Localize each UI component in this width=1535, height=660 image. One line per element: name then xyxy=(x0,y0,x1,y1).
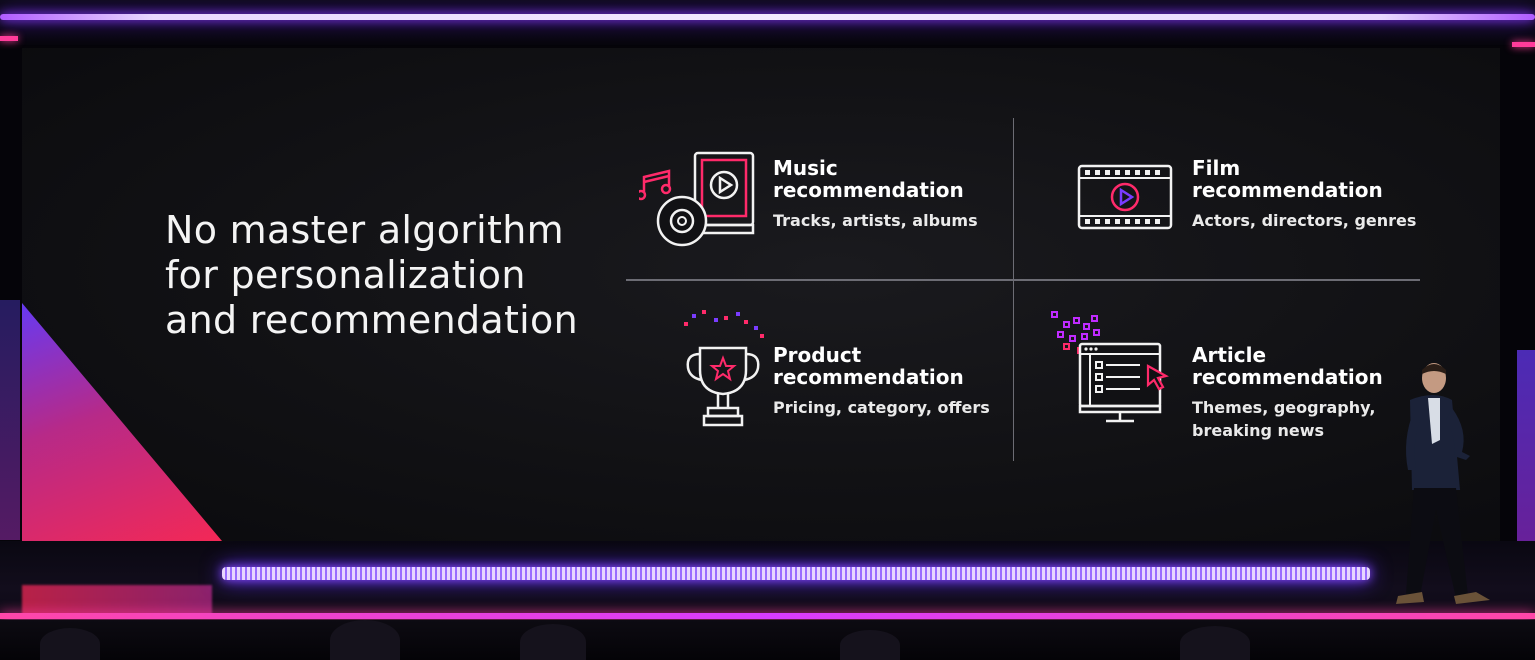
quadrant-divider-horizontal xyxy=(626,279,1420,281)
presentation-screen: No master algorithm for personalization … xyxy=(22,48,1500,541)
audience-head xyxy=(1180,626,1250,660)
floor-glow-left xyxy=(22,585,212,615)
article-subtitle: Themes, geography, breaking news xyxy=(1192,398,1376,440)
article-title-line1: Article xyxy=(1192,343,1267,367)
article-title-line2: recommendation xyxy=(1192,365,1383,389)
film-title-line1: Film xyxy=(1192,156,1241,180)
music-player-icon xyxy=(639,151,759,247)
stage-light-edge-right xyxy=(1512,42,1535,47)
film-subtitle: Actors, directors, genres xyxy=(1192,211,1417,230)
trophy-icon xyxy=(682,308,768,430)
product-subtitle: Pricing, category, offers xyxy=(773,398,990,417)
monitor-article-icon xyxy=(1050,310,1172,426)
stage-top-light xyxy=(0,14,1535,20)
quadrant-divider-vertical xyxy=(1013,118,1014,461)
audience-silhouettes xyxy=(0,620,1535,660)
stage-side-panel-right xyxy=(1517,350,1535,580)
film-strip-icon xyxy=(1077,164,1173,230)
presenter-figure xyxy=(1390,360,1510,614)
film-title-line2: recommendation xyxy=(1192,178,1383,202)
music-subtitle: Tracks, artists, albums xyxy=(773,211,978,230)
stage-top xyxy=(0,0,1535,45)
quadrant-product: Product recommendation Pricing, category… xyxy=(773,344,990,419)
quadrant-article: Article recommendation Themes, geography… xyxy=(1192,344,1392,442)
product-title-line1: Product xyxy=(773,343,862,367)
stage-side-panel-left xyxy=(0,300,20,540)
product-title-line2: recommendation xyxy=(773,365,964,389)
music-title-line2: recommendation xyxy=(773,178,964,202)
audience-head xyxy=(520,624,586,660)
stage-floor-light-strip xyxy=(222,567,1370,580)
slide-headline: No master algorithm for personalization … xyxy=(165,208,578,342)
audience-head xyxy=(40,628,100,660)
quadrant-music: Music recommendation Tracks, artists, al… xyxy=(773,157,978,232)
music-title-line1: Music xyxy=(773,156,838,180)
audience-head xyxy=(840,630,900,660)
stage-front-edge-light xyxy=(0,613,1535,619)
audience-head xyxy=(330,620,400,660)
stage-light-edge-left xyxy=(0,36,18,41)
quadrant-film: Film recommendation Actors, directors, g… xyxy=(1192,157,1416,232)
